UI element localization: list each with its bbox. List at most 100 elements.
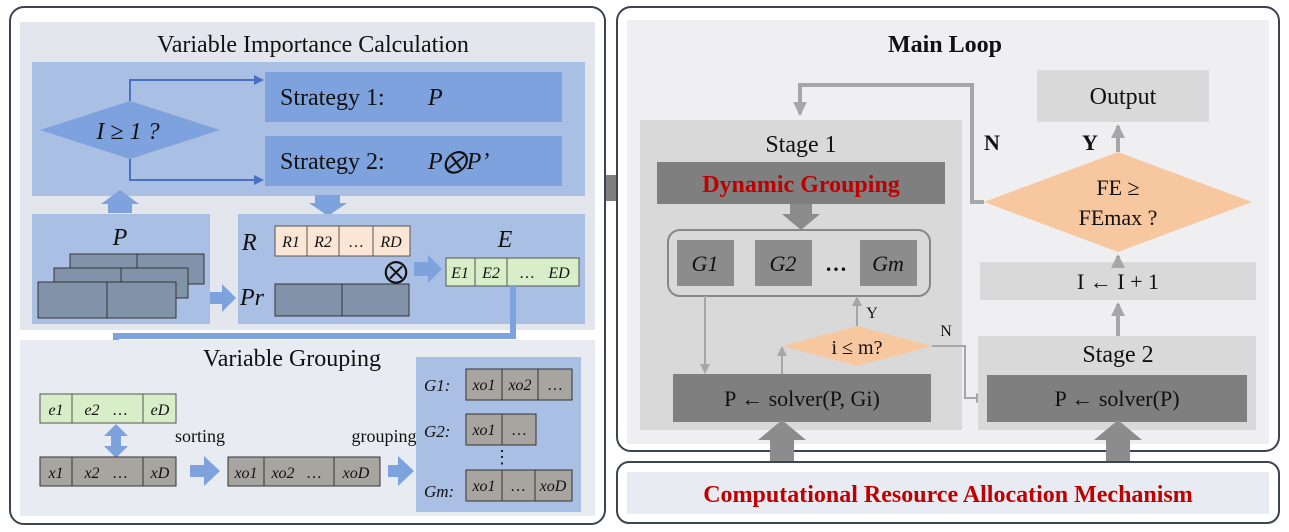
- up-block-arrow: [101, 190, 139, 213]
- fe-no-label: N: [984, 130, 1000, 155]
- mechanism-label: Computational Resource Allocation Mechan…: [703, 482, 1193, 508]
- output-box: [1037, 70, 1209, 122]
- output-label: Output: [1090, 84, 1157, 110]
- xo-cell-1: xo1: [233, 465, 257, 482]
- gm-cell-1: xo1: [471, 478, 495, 495]
- e-cell-1: E1: [450, 265, 469, 282]
- stage2-label: Stage 2: [1082, 342, 1153, 368]
- e-lower-cell-2: e2: [84, 402, 99, 419]
- e-cell-2: E2: [481, 265, 500, 282]
- condition-no-arrow: [932, 345, 986, 403]
- sorting-label: sorting: [175, 426, 225, 446]
- condition-yes-label: Y: [866, 305, 878, 322]
- x-cell-4: xD: [150, 465, 170, 482]
- strategy2-label: Strategy 2:: [280, 149, 385, 175]
- sorting-arrow: [190, 456, 220, 486]
- g1-cell-3: …: [547, 377, 563, 394]
- r-label: R: [241, 230, 257, 256]
- increment-box: [980, 262, 1256, 300]
- r-vector: R1 R2 … RD: [274, 225, 411, 257]
- x-cell-1: x1: [47, 465, 63, 482]
- group-ellipsis: …: [825, 251, 847, 276]
- e-cell-3: …: [519, 265, 535, 282]
- e-lower-cell-3: …: [112, 402, 128, 419]
- g1-vector: xo1 xo2 …: [465, 368, 573, 401]
- pr-label: Pr: [239, 285, 265, 311]
- pr-matrix: [274, 283, 410, 317]
- p-to-pr-arrow: [210, 284, 236, 312]
- r-cell-3: …: [348, 234, 364, 251]
- xo-cell-2: xo2: [270, 465, 294, 482]
- vertical-dots: ⋮: [493, 447, 511, 467]
- gm-cell-2: …: [510, 478, 526, 495]
- e-cell-4: ED: [547, 265, 570, 282]
- p-label: P: [112, 225, 128, 251]
- r-cell-4: RD: [379, 234, 402, 251]
- g1-cell-1: xo1: [471, 377, 495, 394]
- gm-cell-3: xoD: [539, 478, 567, 495]
- condition-diamond: [782, 326, 932, 366]
- to-e-arrow: [414, 255, 442, 283]
- double-arrow: [104, 424, 128, 458]
- lower-e-vector: e1 e2 … eD: [39, 393, 177, 424]
- groups-container: [667, 229, 931, 297]
- r-cell-1: R1: [281, 234, 300, 251]
- group-gm-label: Gm: [872, 251, 904, 276]
- gm-label: Gm:: [424, 482, 454, 501]
- solver2-box: [987, 375, 1247, 422]
- xo-cell-4: xoD: [342, 465, 370, 482]
- dynamic-grouping-box: [657, 162, 945, 204]
- g2-label: G2:: [424, 422, 450, 441]
- strategy1-label: Strategy 1:: [280, 85, 385, 111]
- strategy2-value: P⨂P’: [427, 149, 489, 175]
- mechanism-to-solver2-arrow: [1094, 420, 1142, 463]
- decision-text: I ≥ 1 ?: [95, 119, 159, 145]
- fe-line1: FE ≥: [1096, 175, 1139, 200]
- e-label: E: [497, 227, 513, 253]
- e-lower-cell-1: e1: [48, 402, 63, 419]
- condition-label: i ≤ m?: [832, 337, 883, 359]
- x-cell-3: …: [112, 465, 128, 482]
- gm-vector: xo1 … xoD: [465, 469, 573, 502]
- xo-vector: xo1 xo2 … xoD: [227, 456, 381, 487]
- g2-cell-1: xo1: [471, 422, 495, 439]
- grouping-title: Variable Grouping: [203, 346, 381, 372]
- xo-cell-3: …: [306, 465, 322, 482]
- decision-diamond: [40, 101, 220, 159]
- to-strategy1-arrow: [129, 75, 264, 101]
- group-g2-label: G2: [770, 251, 797, 276]
- to-strategy2-arrow: [129, 159, 264, 185]
- solver1-label: P ← solver(P, Gi): [724, 386, 880, 411]
- down-block-arrow: [309, 195, 347, 216]
- x-vector: x1 x2 … xD: [39, 456, 177, 487]
- g1-cell-2: xo2: [507, 377, 531, 394]
- e-lower-cell-4: eD: [151, 402, 170, 419]
- otimes-symbol: ⨂: [384, 259, 408, 285]
- fe-line2: FEmax ?: [1079, 205, 1158, 230]
- mechanism-to-solver1-arrow: [758, 420, 806, 463]
- strategy1-value: P: [427, 85, 443, 111]
- fe-no-loop-arrow: [793, 83, 984, 204]
- solver1-box: [673, 374, 931, 422]
- main-loop-title: Main Loop: [888, 32, 1002, 58]
- solver2-label: P ← solver(P): [1054, 386, 1179, 411]
- stage1-label: Stage 1: [765, 132, 836, 158]
- group-gm: [860, 240, 917, 286]
- fe-yes-label: Y: [1082, 130, 1098, 155]
- strategy2-box: [265, 136, 562, 186]
- g2-vector: xo1 …: [465, 413, 537, 446]
- condition-no-label: N: [940, 323, 952, 340]
- group-g1-label: G1: [692, 251, 719, 276]
- g2-cell-2: …: [511, 422, 527, 439]
- increment-label: I ← I + 1: [1077, 269, 1159, 294]
- g1-label: G1:: [424, 376, 450, 395]
- mechanism-inner: [627, 472, 1269, 514]
- x-cell-2: x2: [83, 465, 99, 482]
- group-g1: [677, 240, 734, 286]
- dg-down-arrow: [782, 204, 820, 230]
- e-vector: E1 E2 … ED: [445, 257, 580, 287]
- fe-diamond: [984, 152, 1252, 252]
- r-cell-2: R2: [313, 234, 332, 251]
- importance-title: Variable Importance Calculation: [157, 32, 469, 58]
